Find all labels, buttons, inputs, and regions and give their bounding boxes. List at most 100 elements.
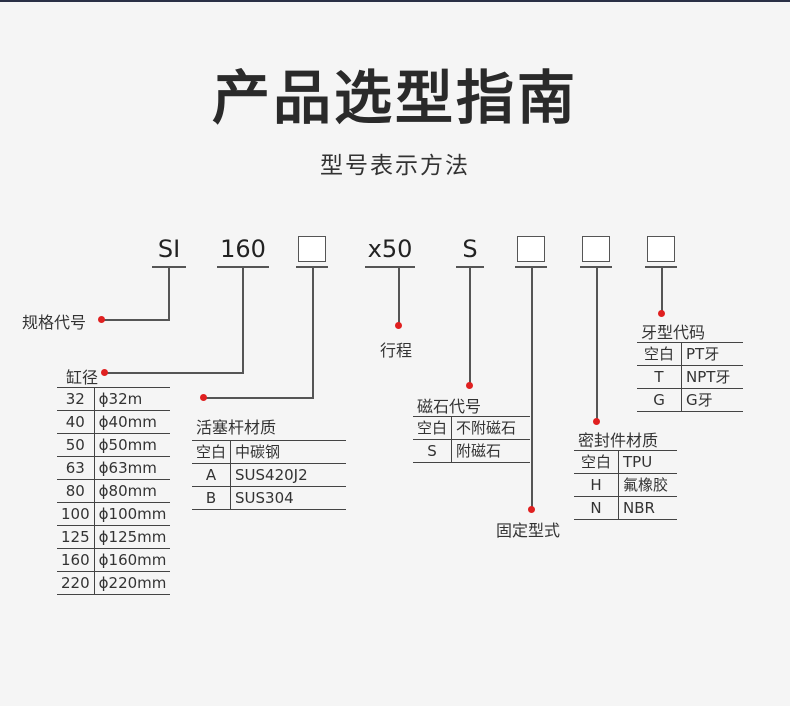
label-spec-code: 规格代号 — [22, 313, 87, 332]
option-code: B — [192, 486, 232, 510]
marker-dot-thread — [658, 310, 665, 317]
code-stroke: x50 — [367, 235, 413, 263]
connector-bore-h — [104, 372, 244, 374]
option-value: ϕ63mm — [94, 456, 171, 480]
option-value: SUS304 — [230, 486, 346, 510]
option-code: 220 — [57, 571, 95, 595]
connector-rod-h — [203, 397, 314, 399]
option-value: NBR — [618, 496, 677, 520]
label-mount-type: 固定型式 — [496, 521, 561, 540]
option-code: 100 — [57, 502, 95, 526]
option-code: 空白 — [192, 440, 232, 464]
connector-mount-v — [531, 267, 533, 509]
underline-rod — [296, 266, 328, 268]
option-code: 空白 — [413, 416, 453, 440]
connector-series-h — [101, 319, 170, 321]
underline-mount — [515, 266, 547, 268]
option-code: 32 — [57, 387, 95, 411]
marker-dot-seal — [593, 418, 600, 425]
option-code: T — [637, 365, 682, 389]
option-value: ϕ40mm — [94, 410, 171, 434]
label-seal-material: 密封件材质 — [578, 431, 659, 450]
option-value: ϕ50mm — [94, 433, 171, 457]
option-value: G牙 — [681, 388, 743, 412]
label-rod-material: 活塞杆材质 — [196, 418, 277, 437]
option-value: ϕ125mm — [94, 525, 171, 549]
label-magnet-code: 磁石代号 — [417, 397, 482, 416]
option-value: 不附磁石 — [451, 416, 530, 440]
placeholder-box-rod — [298, 236, 326, 262]
underline-seal — [580, 266, 612, 268]
option-code: 125 — [57, 525, 95, 549]
option-code: 160 — [57, 548, 95, 572]
connector-bore-v — [242, 267, 244, 373]
marker-dot-series — [98, 316, 105, 323]
placeholder-box-seal — [582, 236, 610, 262]
option-value: 氟橡胶 — [618, 473, 677, 497]
table-row: 空白不附磁石 — [413, 416, 530, 440]
option-value: 附磁石 — [451, 439, 530, 463]
underline-thread — [645, 266, 677, 268]
option-code: 空白 — [574, 450, 619, 474]
connector-rod-v — [312, 267, 314, 398]
placeholder-box-mount — [517, 236, 545, 262]
option-value: 中碳钢 — [230, 440, 346, 464]
option-value: TPU — [618, 450, 677, 474]
table-row: 空白中碳钢 — [192, 440, 346, 464]
option-code: S — [413, 439, 453, 463]
option-value: ϕ100mm — [94, 502, 171, 526]
option-code: 80 — [57, 479, 95, 503]
connector-stroke-v — [398, 267, 400, 325]
connector-seal-v — [596, 267, 598, 421]
marker-dot-bore — [101, 369, 108, 376]
label-stroke: 行程 — [380, 341, 413, 360]
page-title: 产品选型指南 — [211, 64, 578, 132]
top-border — [0, 0, 790, 2]
option-code: 63 — [57, 456, 95, 480]
marker-dot-stroke — [395, 322, 402, 329]
option-code: 空白 — [637, 342, 682, 366]
underline-bore — [217, 266, 269, 268]
option-value: ϕ80mm — [94, 479, 171, 503]
option-code: G — [637, 388, 682, 412]
label-thread-code: 牙型代码 — [641, 323, 706, 342]
code-series: SI — [157, 235, 181, 263]
option-value: PT牙 — [681, 342, 743, 366]
option-code: H — [574, 473, 619, 497]
underline-series — [152, 266, 186, 268]
marker-dot-magnet — [466, 382, 473, 389]
placeholder-box-thread — [647, 236, 675, 262]
option-value: ϕ220mm — [94, 571, 171, 595]
marker-dot-rod — [200, 394, 207, 401]
option-value: SUS420J2 — [230, 463, 346, 487]
option-value: ϕ32m — [94, 387, 171, 411]
underline-magnet — [456, 266, 484, 268]
code-bore: 160 — [220, 235, 266, 263]
option-code: 50 — [57, 433, 95, 457]
code-magnet: S — [462, 235, 478, 263]
option-code: A — [192, 463, 232, 487]
connector-thread-v — [661, 267, 663, 313]
option-value: ϕ160mm — [94, 548, 171, 572]
page-subtitle: 型号表示方法 — [320, 153, 470, 179]
